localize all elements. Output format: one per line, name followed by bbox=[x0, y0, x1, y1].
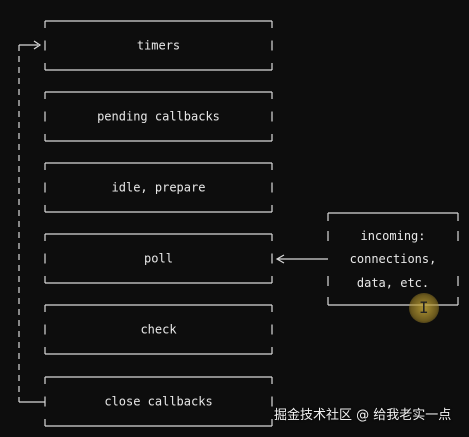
incoming-to-poll-arrow bbox=[275, 254, 328, 264]
phase-box-timers bbox=[44, 20, 273, 71]
phase-label-idle-prepare: idle, prepare bbox=[112, 181, 206, 195]
loop-arrow-head bbox=[33, 40, 42, 50]
incoming-label: incoming: bbox=[360, 229, 425, 243]
phase-box-close-callbacks bbox=[44, 376, 273, 427]
phase-label-pending-callbacks: pending callbacks bbox=[97, 110, 220, 124]
poll-arrow-head bbox=[275, 254, 285, 264]
phase-label-poll: poll bbox=[144, 252, 173, 266]
phase-box-poll bbox=[44, 233, 273, 284]
phase-label-timers: timers bbox=[137, 39, 180, 53]
cursor-highlight bbox=[409, 293, 439, 323]
watermark: 掘金技术社区 @ 给我老实一点 bbox=[274, 408, 452, 423]
phase-box-pending-callbacks bbox=[44, 91, 273, 142]
loop-back-connectors bbox=[19, 40, 45, 403]
phase-label-close-callbacks: close callbacks bbox=[104, 395, 212, 409]
incoming-connections: connections, bbox=[350, 252, 437, 266]
phase-box-idle-prepare bbox=[44, 162, 273, 213]
phase-boxes: timers pending callbacks idle, prepare poll… bbox=[44, 20, 273, 427]
phase-box-check bbox=[44, 304, 273, 355]
phase-label-check: check bbox=[140, 323, 177, 337]
incoming-data: data, etc. bbox=[357, 276, 429, 290]
text-cursor-icon: I bbox=[419, 298, 429, 317]
